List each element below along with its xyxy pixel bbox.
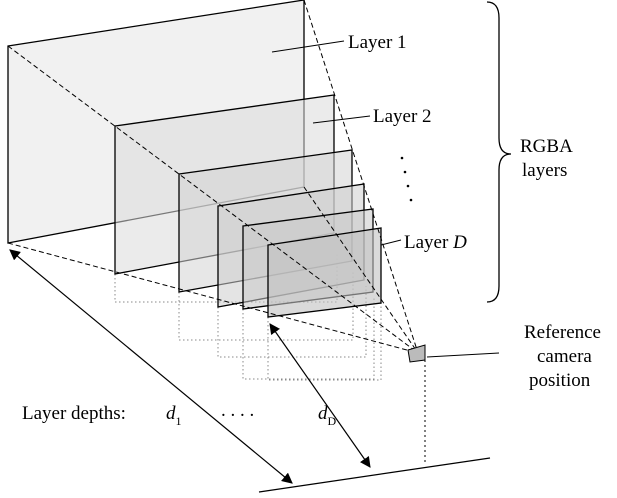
depth-ellipsis: . . . . [221, 400, 254, 421]
ground-line [258, 457, 491, 493]
camera-icon [407, 344, 426, 363]
layer-d-label: Layer D [404, 232, 467, 253]
leader-layer-2 [312, 115, 371, 124]
vertical-dots [400, 156, 413, 202]
leader-camera [426, 352, 500, 358]
rgba-label-line1: RGBA [520, 136, 573, 157]
dD-var: d [318, 403, 328, 424]
layer-depths-prefix: Layer depths: [22, 403, 126, 424]
dD-subscript: D [328, 414, 337, 428]
leader-layer-d [380, 239, 402, 246]
frustum-top-right [303, 0, 419, 354]
layer-d-prefix: Layer [404, 232, 453, 253]
layer-1-label: Layer 1 [348, 32, 407, 53]
rgba-label-line2: layers [522, 160, 567, 181]
leader-lines [271, 40, 500, 358]
frustum-bottom-right [303, 186, 419, 354]
reference-label-line2: camera [537, 346, 592, 367]
reference-label-line3: position [529, 370, 591, 391]
depth-arrow-d1 [9, 249, 293, 484]
layer-2-label: Layer 2 [373, 106, 432, 127]
reference-label-line1: Reference [524, 322, 601, 343]
vdot [400, 156, 404, 160]
d1-subscript: 1 [176, 414, 182, 428]
depth-arrow-dD [269, 323, 371, 468]
layer-d-var: D [452, 232, 467, 253]
rgba-layers [7, 0, 382, 318]
d1-label: d1 [166, 403, 182, 428]
layer-vdots: ⋮ [403, 164, 422, 185]
rgba-brace [486, 1, 512, 303]
vdot [403, 170, 407, 174]
vdot [409, 198, 413, 202]
vdot [406, 184, 410, 188]
frustum-top-left [7, 45, 419, 354]
leader-layer-1 [271, 40, 345, 53]
d1-var: d [166, 403, 176, 424]
vdots-glyph: ⋮ [403, 164, 422, 185]
dD-label: dD [318, 403, 337, 428]
